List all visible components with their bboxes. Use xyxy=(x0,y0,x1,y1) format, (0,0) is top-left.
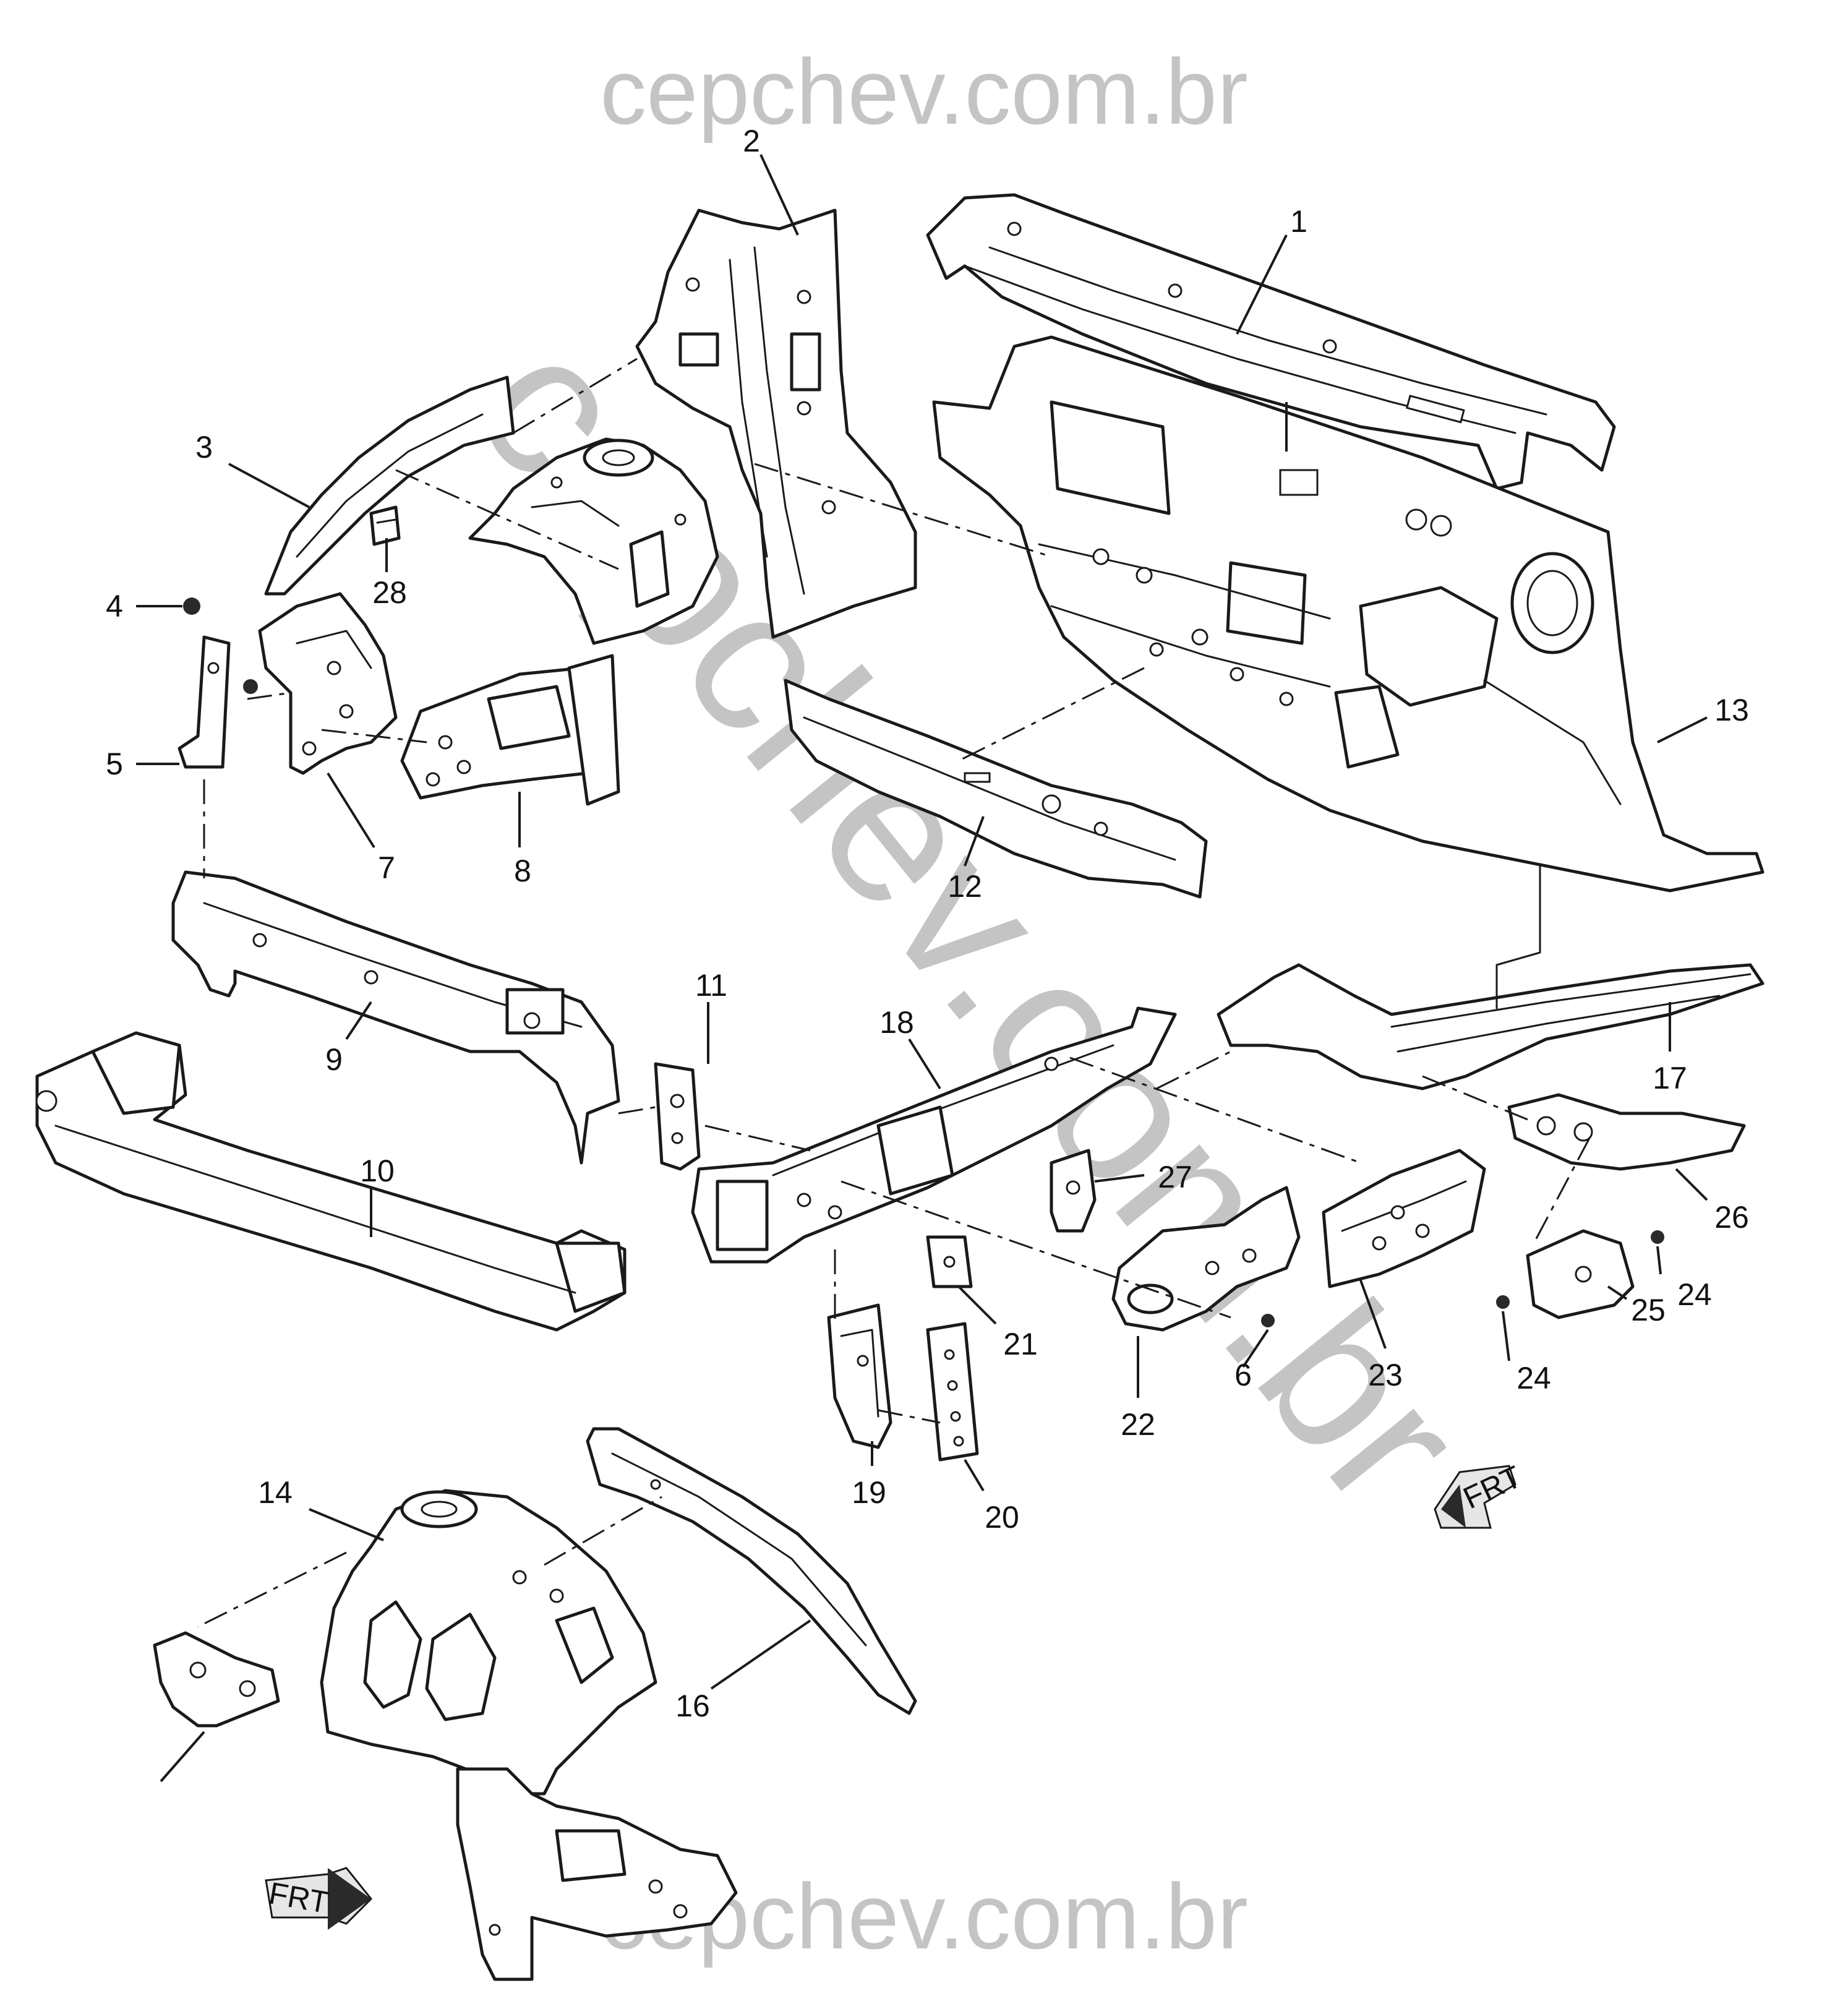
part-5-bracket xyxy=(178,635,231,769)
part-6a-bolt xyxy=(243,679,258,694)
callout-24-right: 24 xyxy=(1677,1277,1712,1312)
callout-2: 2 xyxy=(743,124,760,158)
callout-20: 20 xyxy=(985,1500,1019,1535)
part-10-bumper-beam xyxy=(35,1031,627,1332)
callout-26: 26 xyxy=(1714,1200,1749,1235)
callout-16: 16 xyxy=(675,1689,710,1723)
callout-21: 21 xyxy=(1003,1327,1038,1361)
callout-23: 23 xyxy=(1368,1358,1403,1392)
part-17-sill xyxy=(1217,963,1765,1090)
part-19-rail-extension xyxy=(827,1303,892,1449)
part-13-dash-panel xyxy=(932,335,1765,893)
callout-28: 28 xyxy=(372,575,407,610)
part-27-bracket xyxy=(1050,1149,1097,1233)
watermark-top: cepchev.com.br xyxy=(600,40,1248,144)
alignment-lines xyxy=(197,358,1591,1628)
part-25-bracket xyxy=(1526,1229,1635,1319)
callout-labels: 1 2 3 4 5 6 7 8 9 10 11 12 13 14 16 17 1… xyxy=(106,124,1749,1723)
part-16-upper-rail xyxy=(586,1427,917,1715)
callout-9: 9 xyxy=(325,1042,343,1077)
part-wheelhouse-upper xyxy=(468,437,719,645)
part-23-hinge-plate xyxy=(1322,1149,1486,1288)
callout-18: 18 xyxy=(879,1005,914,1040)
callout-4: 4 xyxy=(106,589,123,623)
part-3-upper-rail xyxy=(264,375,515,596)
part-7-front-bracket xyxy=(258,592,398,775)
callout-17: 17 xyxy=(1653,1061,1687,1095)
part-14-wheelhouse xyxy=(320,1489,657,1796)
callout-24-left: 24 xyxy=(1516,1361,1551,1395)
callout-3: 3 xyxy=(195,430,213,465)
front-arrow-right: FRT xyxy=(1434,1459,1526,1529)
part-28-bracket xyxy=(369,505,401,546)
part-4-bolt xyxy=(183,598,200,615)
part-24-nut-left xyxy=(1496,1295,1510,1309)
part-15-bracket xyxy=(153,1631,280,1728)
part-22-lower-bracket xyxy=(1111,1186,1301,1332)
callout-11: 11 xyxy=(695,968,727,1003)
part-24-nut-right xyxy=(1651,1230,1664,1244)
callout-5: 5 xyxy=(106,747,123,781)
part-26-floor-bracket xyxy=(1507,1093,1746,1171)
callout-8: 8 xyxy=(514,854,531,888)
callout-12: 12 xyxy=(948,869,982,904)
leader-lines xyxy=(136,154,1708,1783)
callout-7: 7 xyxy=(378,850,395,885)
callout-10: 10 xyxy=(360,1154,395,1188)
front-arrow-left: FRT xyxy=(265,1867,373,1930)
callout-19: 19 xyxy=(852,1475,886,1510)
callout-27: 27 xyxy=(1158,1160,1192,1194)
callout-1: 1 xyxy=(1290,204,1307,239)
callout-25: 25 xyxy=(1631,1293,1666,1327)
part-18-front-rail xyxy=(691,1006,1177,1264)
part-lower-apron xyxy=(456,1767,738,1981)
callout-13: 13 xyxy=(1714,693,1749,727)
part-12-reinforcement xyxy=(784,679,1208,899)
callout-6: 6 xyxy=(1234,1358,1252,1392)
part-11-bracket xyxy=(654,1062,701,1171)
callout-14: 14 xyxy=(258,1475,293,1510)
part-8-apron xyxy=(400,654,620,806)
callout-22: 22 xyxy=(1121,1407,1155,1442)
part-9-radiator-support xyxy=(171,870,620,1165)
part-2-hinge-pillar xyxy=(635,208,917,639)
part-6-bolt xyxy=(1261,1314,1275,1327)
part-21-clip xyxy=(926,1235,973,1288)
part-20-plate xyxy=(926,1322,979,1462)
part-1-cowl-panel xyxy=(926,193,1616,490)
